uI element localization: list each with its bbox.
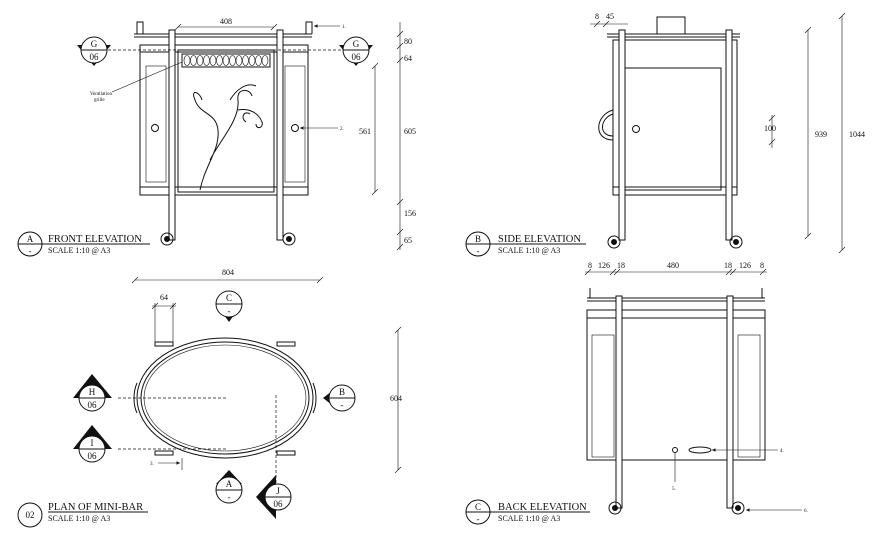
- svg-text:06: 06: [88, 451, 98, 461]
- section-marker-c: C -: [215, 290, 243, 322]
- back-vent: [688, 446, 712, 454]
- svg-text:06: 06: [274, 499, 284, 509]
- dim-side-a: 8: [595, 12, 599, 21]
- dim-front-width: 408: [220, 17, 232, 26]
- svg-text:-: -: [228, 492, 231, 502]
- dim-back-6: 8: [760, 261, 764, 270]
- plan-view: 804 64 604 3. C - H 06: [17, 268, 402, 528]
- plan-title: PLAN OF MINI-BAR: [48, 502, 143, 513]
- svg-text:H: H: [89, 387, 96, 397]
- dim-front-lower: 156: [404, 209, 416, 218]
- callout-5: 5.: [672, 487, 676, 492]
- ventilation-grille: [181, 53, 271, 68]
- dim-front-wheel: 65: [404, 236, 412, 245]
- section-marker-i: I 06: [73, 425, 112, 463]
- side-handle: [598, 109, 614, 141]
- svg-text:06: 06: [88, 400, 98, 410]
- section-marker-a: A -: [215, 470, 243, 504]
- ventilation-label-1: Ventilation: [90, 92, 112, 97]
- svg-text:-: -: [341, 400, 344, 410]
- section-marker-j: J 06: [256, 475, 292, 519]
- door-knob-left: [151, 124, 159, 132]
- dim-back-1: 126: [598, 261, 610, 270]
- dim-back-3: 480: [667, 261, 679, 270]
- svg-text:A: A: [226, 479, 233, 489]
- section-marker-g-left: G 06: [77, 36, 111, 66]
- dim-plan-depth: 604: [390, 394, 402, 403]
- section-marker-g-right: G 06: [339, 36, 373, 66]
- back-title: BACK ELEVATION: [498, 502, 587, 513]
- ventilation-label-2: grille: [94, 98, 105, 103]
- side-scale: SCALE 1:10 @ A3: [498, 246, 560, 255]
- dim-side-body: 939: [815, 130, 827, 139]
- dim-side-handle: 100: [764, 124, 776, 133]
- dim-back-0: 8: [588, 261, 592, 270]
- svg-text:I: I: [91, 438, 94, 448]
- side-title: SIDE ELEVATION: [498, 234, 581, 245]
- section-marker-h: H 06: [73, 374, 112, 412]
- svg-text:-: -: [228, 306, 231, 316]
- side-ref-letter: B: [475, 234, 481, 244]
- back-ref-sheet: -: [477, 514, 480, 524]
- front-ref-letter: A: [27, 234, 34, 244]
- callout-6: 6.: [804, 509, 808, 514]
- section-left-sheet: 06: [90, 52, 100, 62]
- front-ref-sheet: -: [29, 246, 32, 256]
- section-right-letter: G: [353, 39, 360, 49]
- grille-slots: [183, 55, 269, 66]
- dim-back-2: 18: [617, 261, 625, 270]
- callout-3: 3.: [150, 462, 154, 467]
- section-right-sheet: 06: [352, 52, 362, 62]
- svg-text:B: B: [339, 387, 345, 397]
- side-elevation: 8 45 100 939 1044 B - SIDE ELEVATION SCA…: [465, 12, 865, 257]
- callout-2: 2.: [340, 127, 344, 132]
- callout-4: 4.: [780, 449, 784, 454]
- side-ref-sheet: -: [477, 246, 480, 256]
- top-handle: [656, 16, 686, 34]
- wheel-left: [160, 232, 174, 246]
- dim-side-b: 45: [606, 12, 614, 21]
- door-knob-right: [291, 124, 299, 132]
- dim-front-inner: 561: [359, 127, 371, 136]
- dim-front-top: 80: [404, 37, 412, 46]
- back-scale: SCALE 1:10 @ A3: [498, 514, 560, 523]
- plan-ref: 02: [26, 510, 35, 520]
- svg-text:C: C: [226, 293, 232, 303]
- section-marker-b: B -: [323, 384, 356, 412]
- dim-back-4: 18: [724, 261, 732, 270]
- dim-side-total: 1044: [849, 130, 865, 139]
- side-knob: [632, 125, 640, 133]
- wheel-right: [282, 232, 296, 246]
- front-elevation: G 06 G 06 408 1. 2. Ventilation grille: [17, 17, 416, 257]
- plan-scale: SCALE 1:10 @ A3: [48, 514, 110, 523]
- dim-plan-width: 804: [222, 268, 234, 277]
- front-title: FRONT ELEVATION: [48, 234, 142, 245]
- front-scale: SCALE 1:10 @ A3: [48, 246, 110, 255]
- dim-plan-handle: 64: [160, 293, 168, 302]
- back-elevation: 4. 5. 6. 8 126 18 480 18 126 8 C - BACK …: [465, 261, 808, 525]
- dim-back-5: 126: [739, 261, 751, 270]
- dim-front-frame: 64: [404, 54, 412, 63]
- svg-text:J: J: [276, 486, 280, 496]
- callout-1: 1.: [342, 25, 346, 30]
- dim-front-total: 605: [404, 127, 416, 136]
- plan-title-bubble: [17, 502, 43, 528]
- back-ref-letter: C: [475, 502, 481, 512]
- section-left-letter: G: [91, 39, 98, 49]
- swirl-decoration: [193, 84, 263, 191]
